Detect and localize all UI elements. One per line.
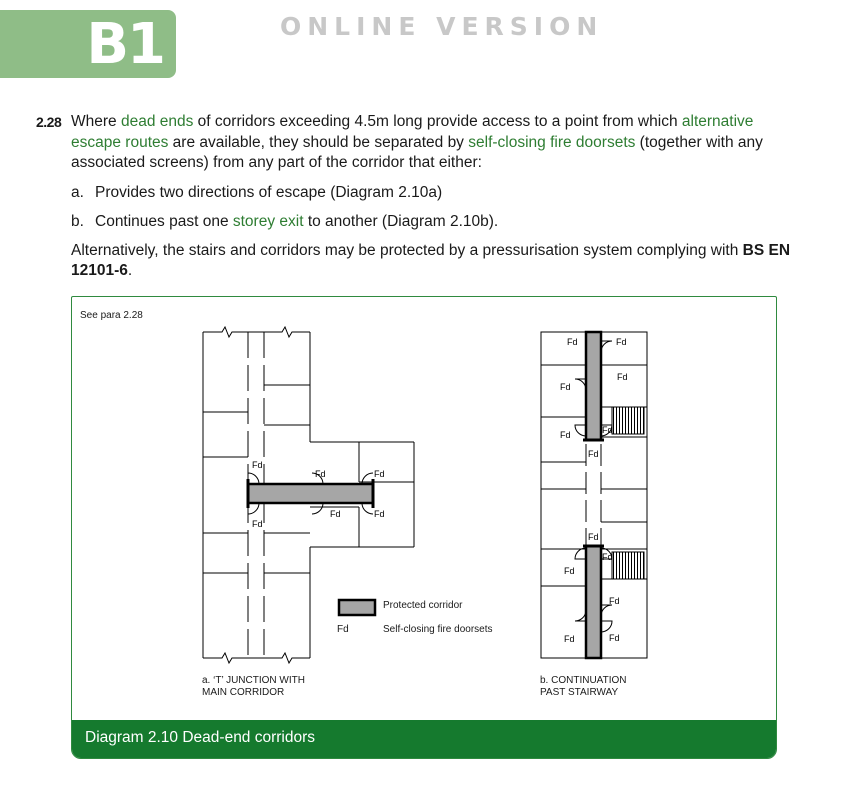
term-storey-exit[interactable]: storey exit: [232, 213, 304, 230]
intro-text-2: of corridors exceeding 4.5m long provide…: [193, 113, 682, 130]
subcaption-a-line2: MAIN CORRIDOR: [202, 687, 285, 698]
subcaption-b-line2: PAST STAIRWAY: [540, 687, 619, 698]
term-self-closing-fire-doorsets[interactable]: self-closing fire doorsets: [468, 133, 636, 151]
door-label: Fd: [315, 469, 326, 479]
subcaption-b: b. CONTINUATION PAST STAIRWAY: [540, 675, 626, 699]
term-dead-ends[interactable]: dead ends: [120, 113, 194, 130]
subcaption-a-line1: a. ‘T’ JUNCTION WITH: [202, 675, 305, 686]
alternative-text: Alternatively, the stairs and corridors …: [71, 241, 806, 282]
alternative-end: .: [127, 262, 133, 279]
door-label: Fd: [617, 372, 628, 382]
door-label: Fd: [330, 509, 341, 519]
legend-fd-symbol: Fd: [337, 624, 349, 635]
protected-corridor-b-upper: [584, 330, 603, 442]
door-label: Fd: [564, 566, 575, 576]
list-item-text: Provides two directions of escape (Diagr…: [95, 183, 443, 201]
door-label: Fd: [560, 382, 571, 392]
subcaption-b-line1: b. CONTINUATION: [540, 675, 627, 686]
list-item-text: Continues past one: [95, 213, 233, 230]
diagram-drawing: Fd Fd Fd Fd Fd Fd Fd Fd Fd Fd Fd Fd Fd F…: [202, 325, 648, 665]
paragraph-body: Where dead ends of corridors exceeding 4…: [71, 112, 806, 282]
door-label: Fd: [609, 633, 620, 643]
diagram-b: [540, 330, 648, 660]
see-para-note: See para 2.28: [80, 310, 143, 321]
list-item-label: b.: [71, 213, 84, 230]
list-item-label: a.: [71, 183, 84, 201]
diagram-frame: See para 2.28: [71, 296, 777, 759]
stairway-lower: [611, 551, 645, 580]
list-item-b: b. Continues past one storey exit to anot…: [71, 212, 806, 233]
door-label: Fd: [588, 449, 599, 459]
alternative-sentence: Alternatively, the stairs and corridors …: [71, 241, 743, 259]
diagram-caption: Diagram 2.10 Dead-end corridors: [85, 729, 316, 746]
protected-corridor-b-lower: [584, 544, 603, 660]
door-label: Fd: [560, 430, 571, 440]
door-label: Fd: [564, 634, 575, 644]
door-label: Fd: [567, 337, 578, 347]
door-labels: Fd Fd Fd Fd Fd Fd Fd Fd Fd Fd Fd Fd Fd F…: [252, 337, 628, 644]
diagram-a: [202, 325, 415, 665]
legend-protected-label: Protected corridor: [383, 600, 463, 611]
door-label: Fd: [588, 532, 599, 542]
door-label: Fd: [609, 596, 620, 606]
intro-text-3: are available, they should be separated …: [168, 133, 469, 151]
term-alternative-escape-routes[interactable]: alternative escape routes: [71, 113, 754, 151]
door-label: Fd: [374, 469, 385, 479]
legend-swatch: [337, 598, 377, 617]
legend-doorsets-label: Self-closing fire doorsets: [383, 624, 493, 635]
door-label: Fd: [374, 509, 385, 519]
intro-text-4: (together with any associated screens) f…: [71, 133, 763, 172]
door-label: Fd: [602, 552, 613, 562]
stairway-upper: [611, 406, 645, 435]
standard-reference: BS EN 12101-6: [71, 241, 791, 280]
section-tab: B1: [0, 10, 176, 78]
paragraph-intro: Where dead ends of corridors exceeding 4…: [71, 112, 806, 174]
door-label: Fd: [252, 460, 263, 470]
caption-bar: Diagram 2.10 Dead-end corridors: [72, 720, 776, 758]
protected-corridor-a: [246, 482, 375, 505]
edition-label: ONLINE VERSION: [280, 12, 604, 41]
door-label: Fd: [602, 425, 613, 435]
list-item-text-end: to another (Diagram 2.10b).: [303, 213, 499, 230]
subcaption-a: a. ‘T’ JUNCTION WITH MAIN CORRIDOR: [202, 675, 305, 699]
paragraph-2-28: 2.28 Where dead ends of corridors exceed…: [36, 112, 806, 282]
paragraph-number: 2.28: [36, 114, 62, 130]
section-tab-label: B1: [86, 12, 166, 77]
list-item-a: a. Provides two directions of escape (Dia…: [71, 183, 806, 204]
intro-text-1: Where: [71, 113, 121, 130]
door-label: Fd: [252, 519, 263, 529]
door-label: Fd: [616, 337, 627, 347]
